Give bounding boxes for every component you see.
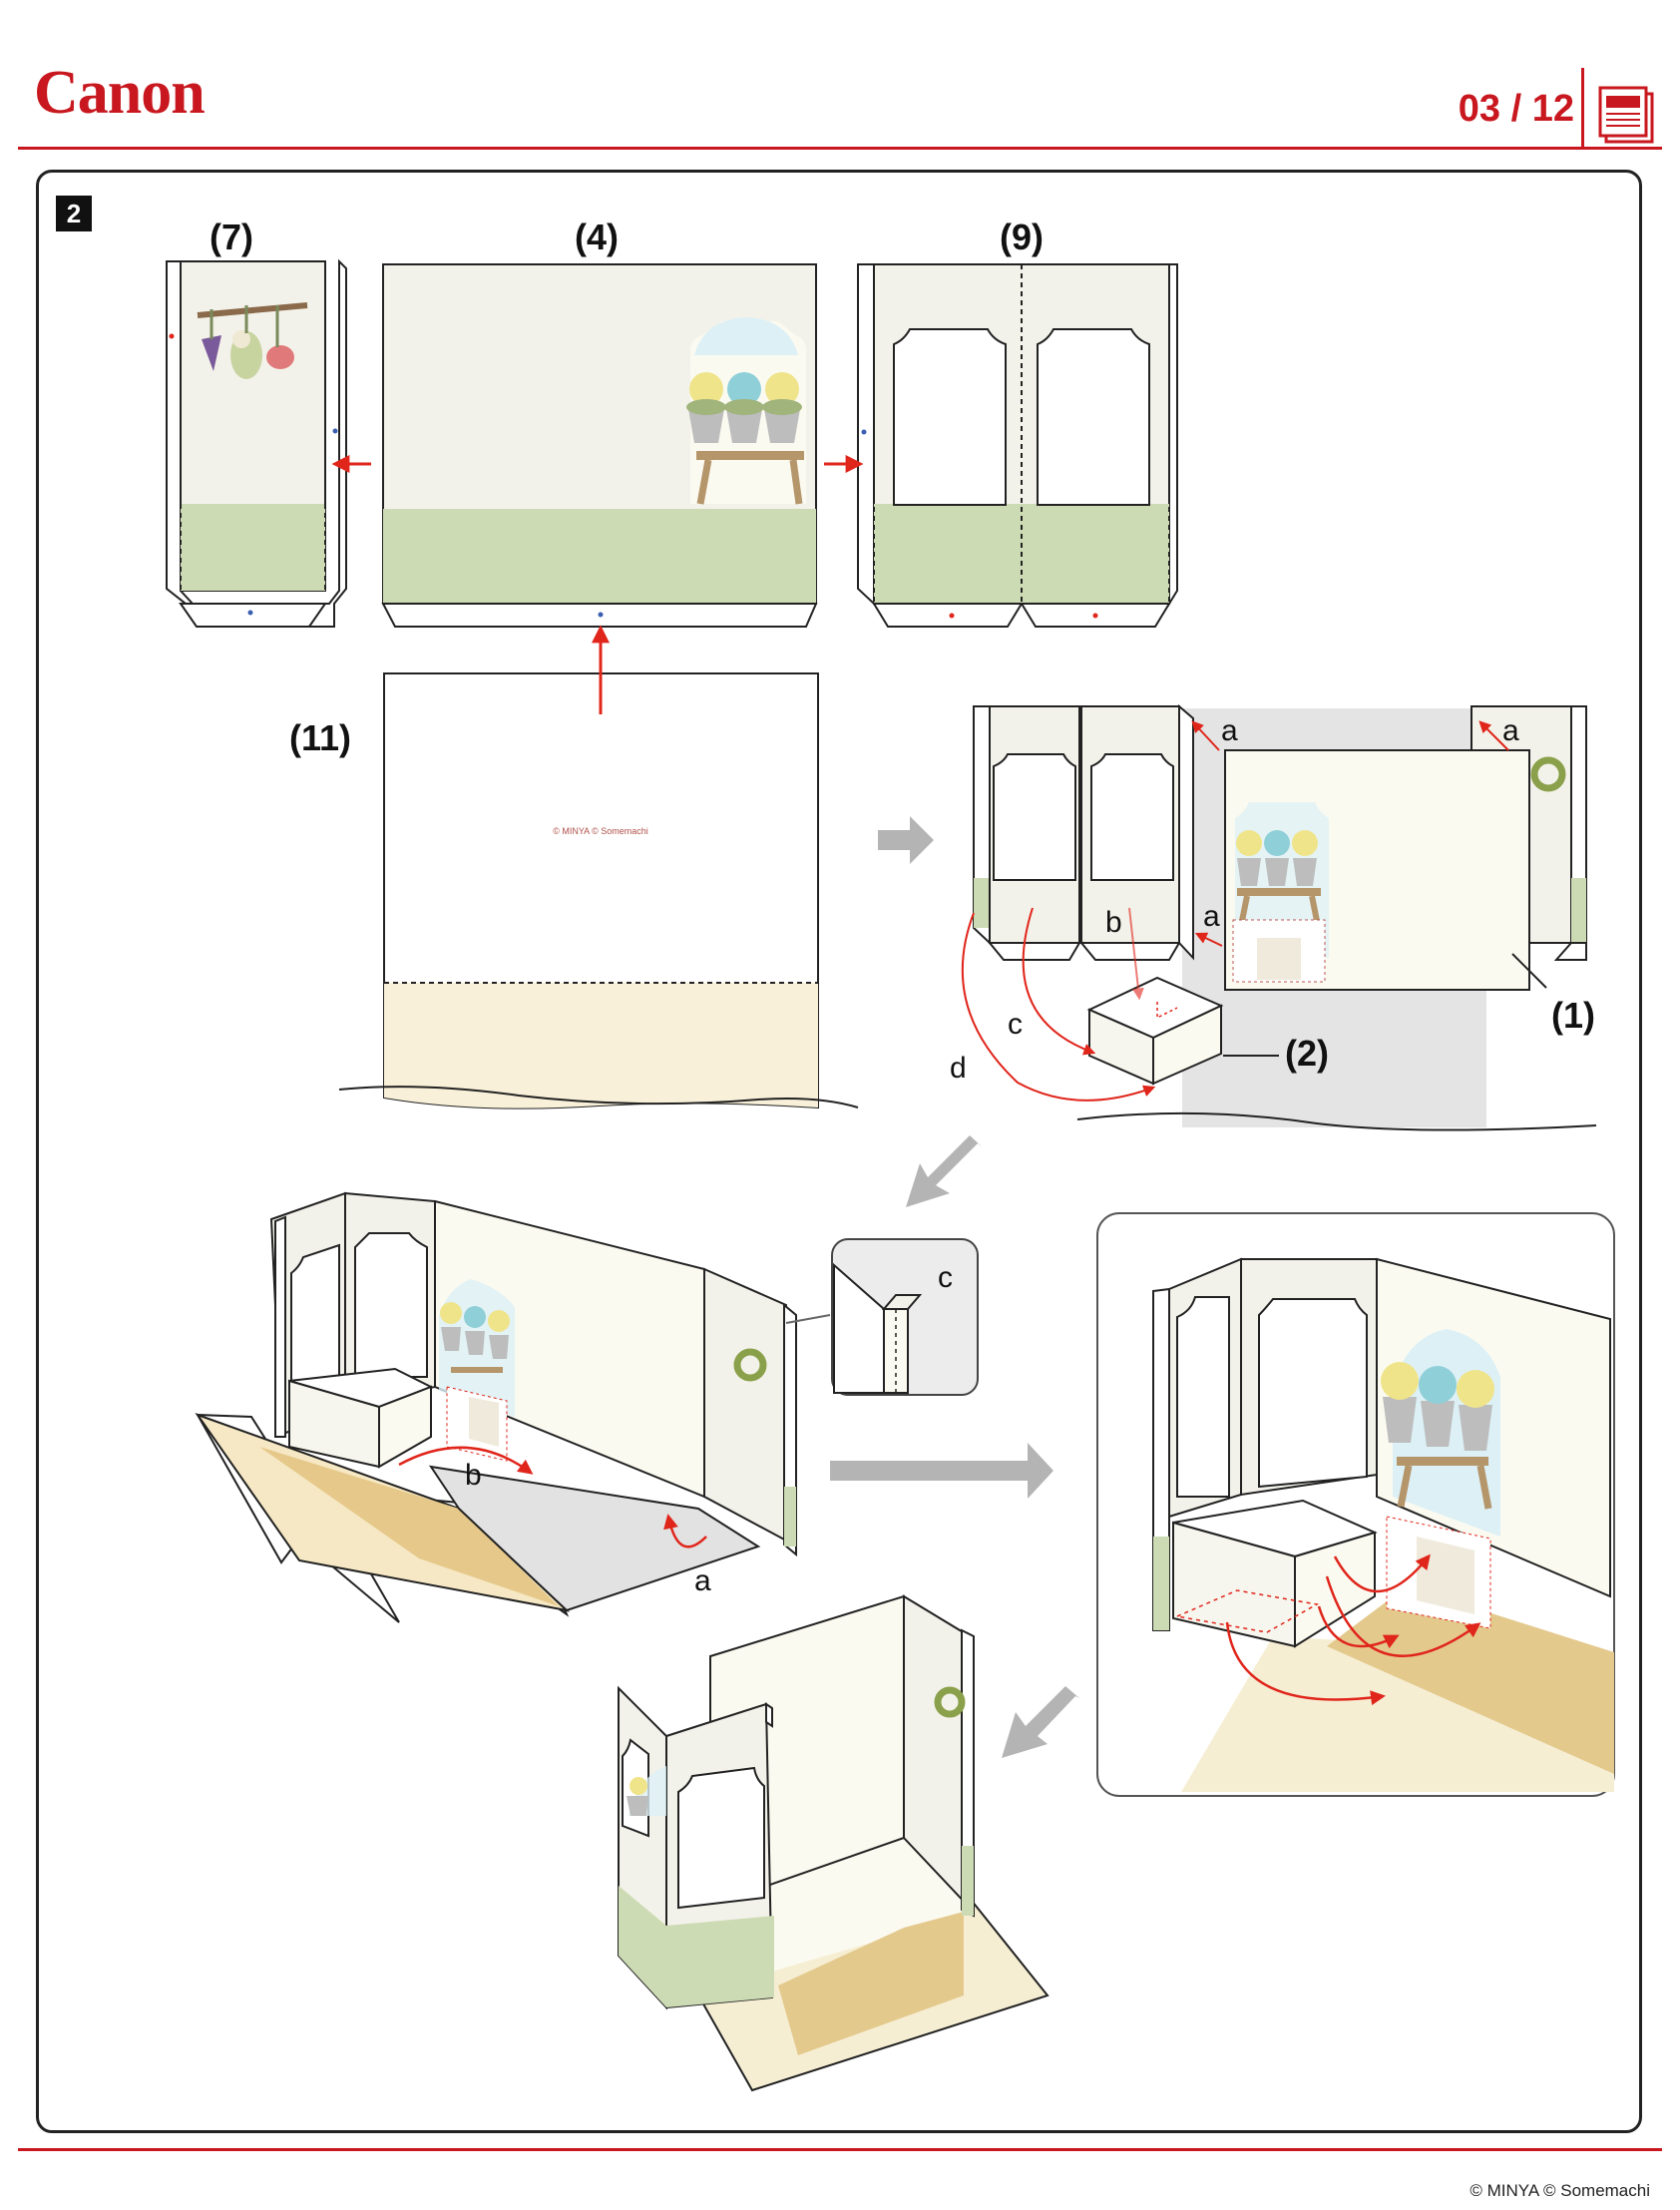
- part-11-base: © MINYA © Somemachi: [338, 672, 859, 1109]
- label-b-overview: b: [1105, 906, 1122, 939]
- sheet-credit: © MINYA © Somemachi: [553, 826, 648, 836]
- canon-logo: Canon: [34, 59, 206, 127]
- footer-copyright: © MINYA © Somemachi: [1470, 2181, 1650, 2200]
- label-a-overview-3: a: [1203, 900, 1220, 933]
- label-part-4: (4): [575, 217, 619, 257]
- flower-stand-decoration: [686, 317, 806, 505]
- label-a-overview-1: a: [1221, 714, 1238, 747]
- label-c-overview: c: [1008, 1008, 1023, 1041]
- label-part-11: (11): [289, 717, 351, 758]
- label-part-7: (7): [210, 217, 253, 257]
- footer-rule: [18, 2148, 1662, 2151]
- label-part-2: (2): [1285, 1033, 1329, 1074]
- label-c-detail: c: [938, 1261, 953, 1294]
- label-a-overview-2: a: [1502, 714, 1519, 747]
- step-number-badge: 2: [56, 196, 92, 231]
- label-part-9: (9): [1000, 217, 1044, 257]
- assembly-overview: [961, 703, 1597, 1131]
- label-a-fold: a: [694, 1564, 711, 1597]
- part-7-panel: [166, 258, 347, 628]
- assembly-step-folding: [195, 1191, 797, 1623]
- label-part-1: (1): [1551, 995, 1595, 1036]
- page-number: 03 / 12: [1458, 88, 1574, 130]
- part-9-panel: [857, 263, 1178, 628]
- next-step-arrow-4: [1002, 1686, 1079, 1758]
- final-assembled-model: [617, 1594, 1050, 2092]
- detail-callout-c: [785, 1238, 979, 1396]
- label-d-overview: d: [950, 1052, 967, 1085]
- label-b-fold: b: [465, 1459, 482, 1492]
- part-4-panel: [381, 263, 818, 628]
- next-step-arrow-3: [830, 1443, 1053, 1499]
- dried-flowers-decoration: [197, 302, 308, 379]
- header-rule: [18, 147, 1662, 150]
- next-step-arrow: [878, 816, 934, 864]
- header-divider: [1581, 68, 1584, 150]
- assembly-inset-box: [1096, 1212, 1615, 1797]
- document-stack-icon[interactable]: [1594, 80, 1656, 146]
- step-frame: [36, 170, 1642, 2133]
- next-step-arrow-2: [906, 1135, 983, 1207]
